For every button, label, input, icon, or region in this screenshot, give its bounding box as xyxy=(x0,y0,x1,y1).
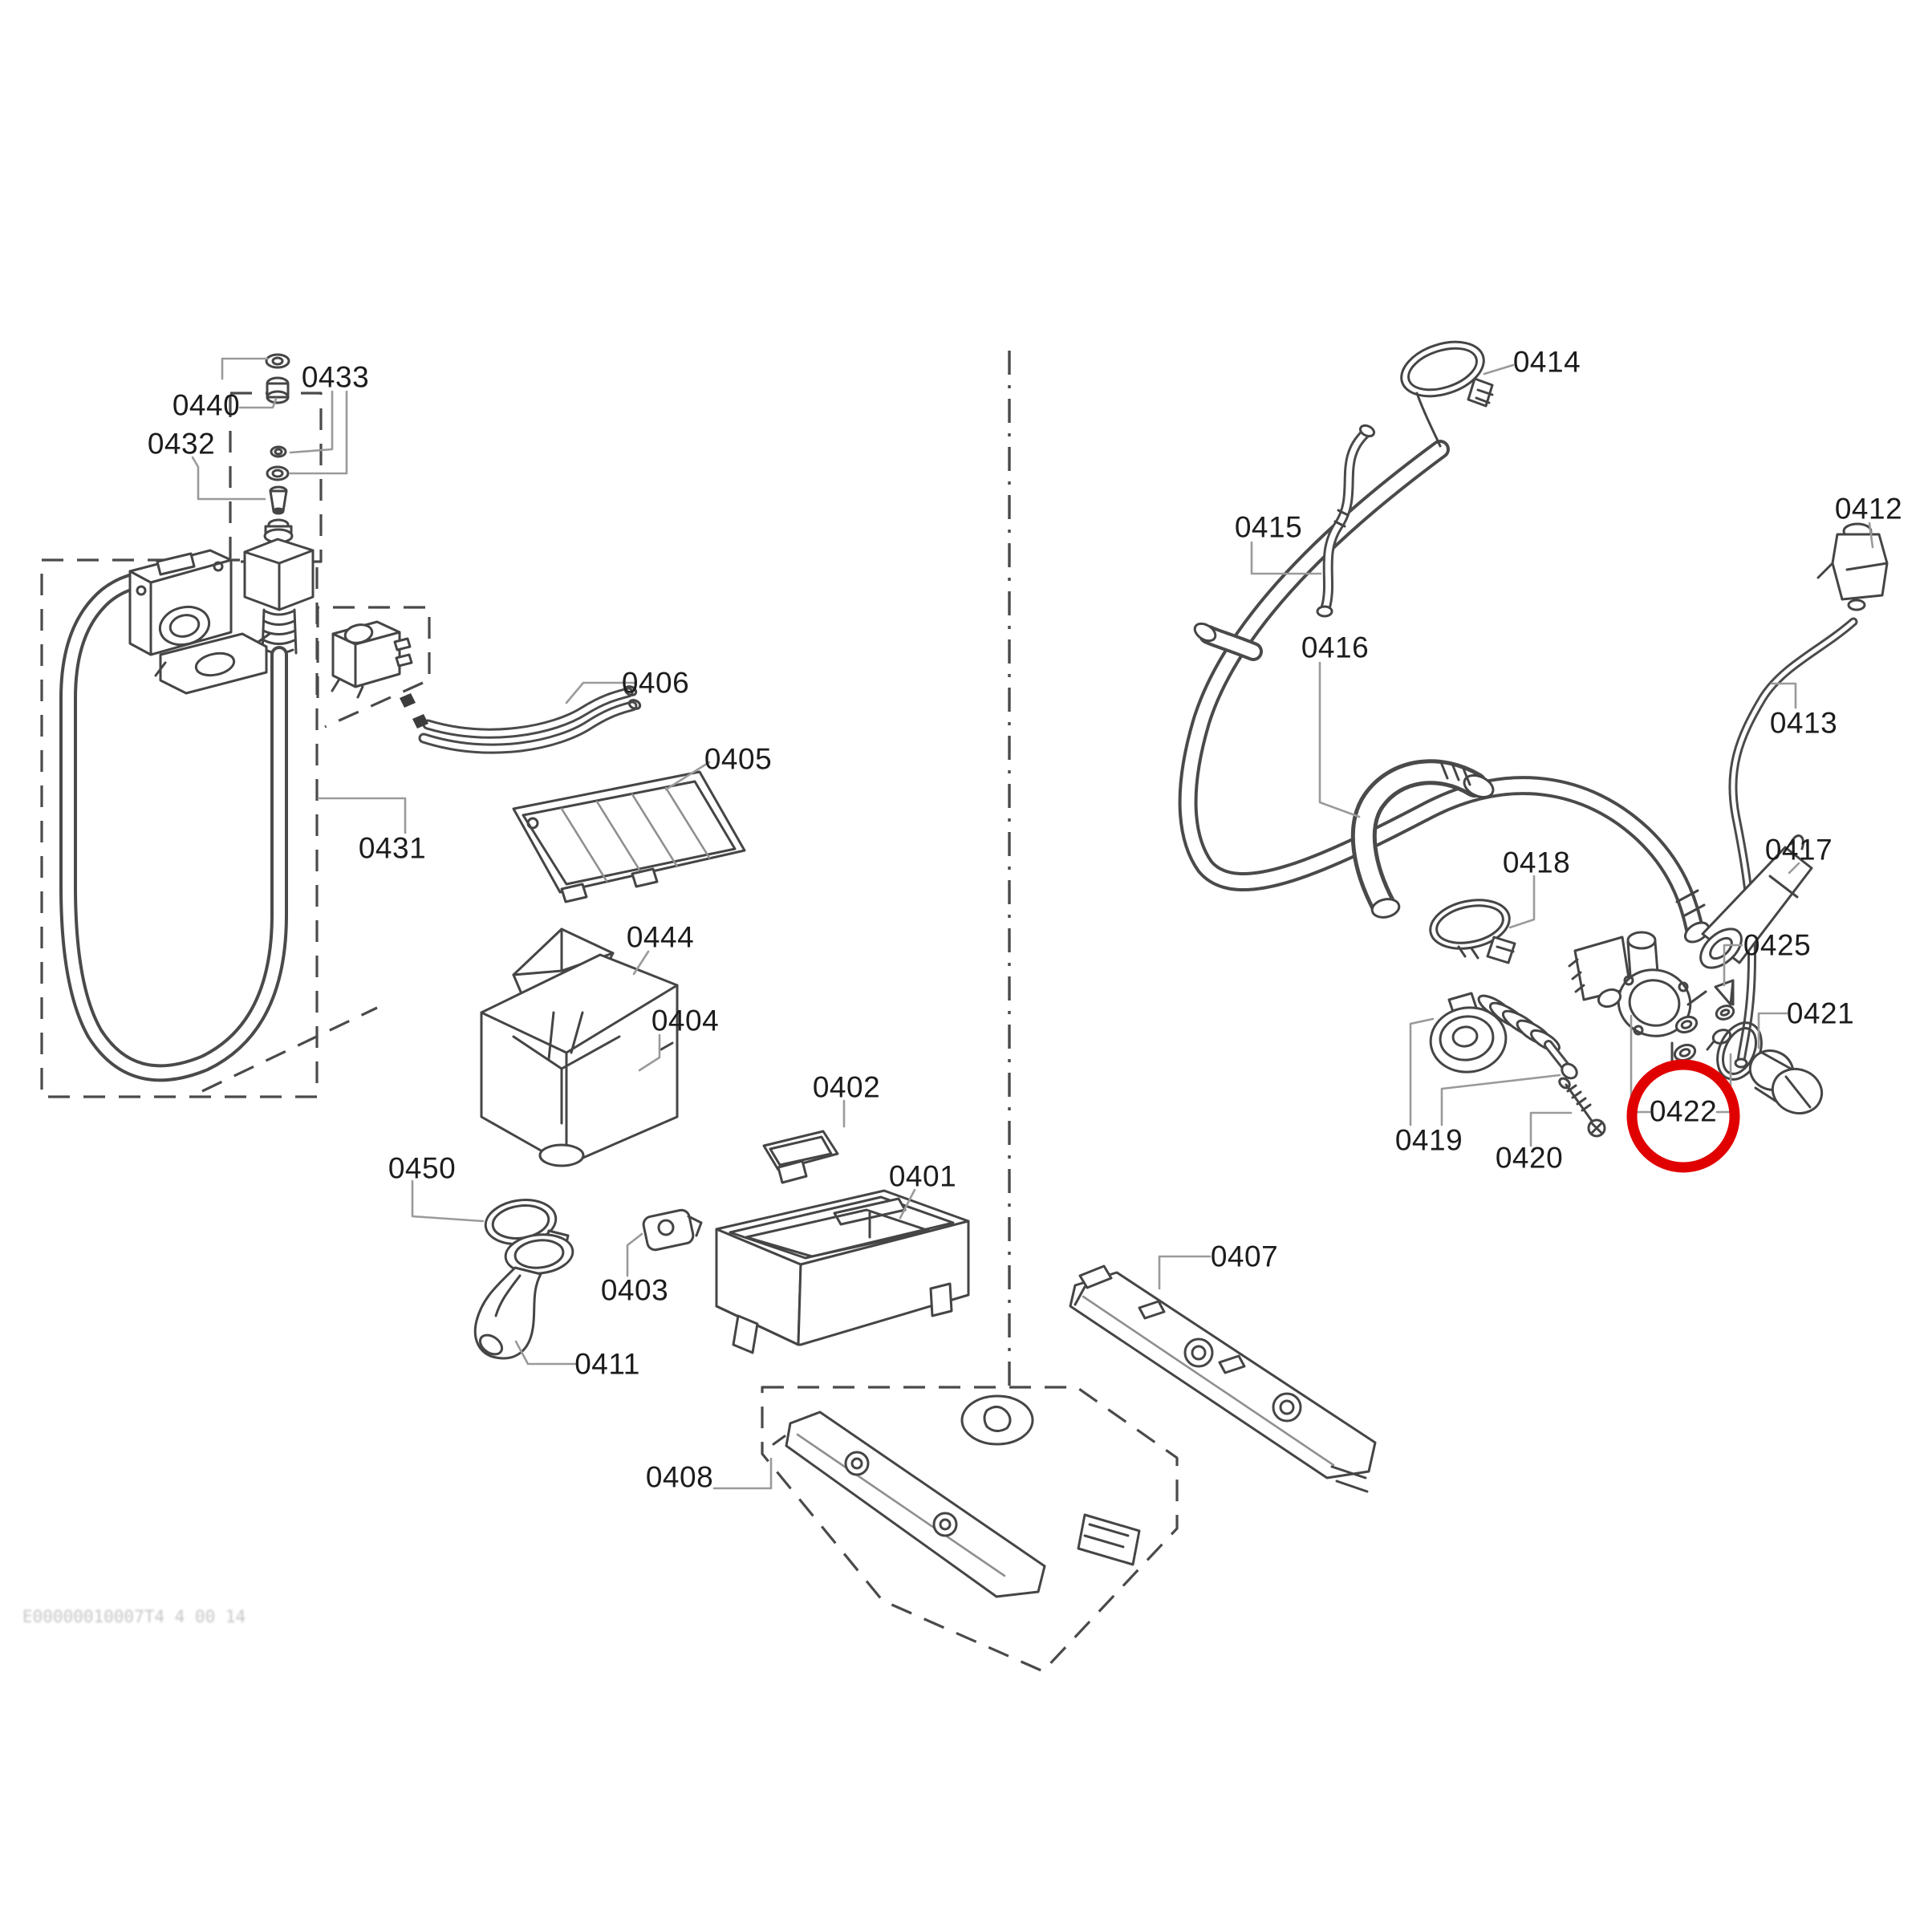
dashed-outline-bottom-panel-0408 xyxy=(761,1386,1179,1673)
bottom-rail-0408 xyxy=(772,1394,1141,1598)
small-hose-0415 xyxy=(1316,424,1376,618)
part-label-0413: 0413 xyxy=(1770,707,1837,740)
part-label-0444: 0444 xyxy=(627,921,694,954)
elbow-hose-0416 xyxy=(1350,759,1495,919)
nozzle-0417 xyxy=(1699,834,1813,969)
part-label-0425: 0425 xyxy=(1743,929,1811,962)
part-label-0405: 0405 xyxy=(704,743,772,776)
drain-pump-housing xyxy=(1568,931,1707,1037)
drain-hose-assembly xyxy=(1178,340,1711,944)
part-label-0402: 0402 xyxy=(813,1071,880,1104)
crossbar-panel-0407 xyxy=(1069,1264,1377,1493)
part-label-0406: 0406 xyxy=(622,667,689,700)
part-label-0422: 0422 xyxy=(1650,1095,1717,1128)
screw-0420 xyxy=(1558,1077,1606,1138)
outlet-elbow-0411 xyxy=(473,1233,574,1360)
solenoid-valve xyxy=(331,620,413,699)
part-label-0440: 0440 xyxy=(172,389,240,422)
dispenser-housing-and-insert xyxy=(480,927,679,1167)
part-label-0407: 0407 xyxy=(1211,1240,1278,1273)
dashed-box-inlet-hose-0431 xyxy=(40,558,378,1098)
dispenser-lid-0402 xyxy=(762,1130,839,1184)
part-label-0432: 0432 xyxy=(148,428,215,461)
part-label-0431: 0431 xyxy=(359,832,426,865)
part-label-0415: 0415 xyxy=(1235,511,1302,544)
part-label-0421: 0421 xyxy=(1787,997,1854,1030)
part-label-0414: 0414 xyxy=(1513,346,1581,379)
part-label-0416: 0416 xyxy=(1301,631,1369,664)
highlight-circle-0422 xyxy=(1626,1059,1740,1173)
part-label-0419: 0419 xyxy=(1395,1124,1463,1157)
hose-clamp-0418 xyxy=(1429,899,1516,964)
latch-part-0403 xyxy=(642,1208,703,1252)
part-labels: 0440 0433 0432 0431 0406 0405 0444 0404 0402 0401… xyxy=(148,346,1902,1494)
part-label-0420: 0420 xyxy=(1496,1142,1563,1175)
aquastop-fill-hose-assembly xyxy=(59,518,315,1082)
dispenser-twin-hoses xyxy=(400,685,642,754)
pressure-hose-0413 xyxy=(1728,617,1858,1069)
leader-lines xyxy=(191,357,1874,1490)
part-label-0404: 0404 xyxy=(651,1005,719,1037)
detergent-drawer-0401 xyxy=(715,1189,970,1354)
inlet-fastener-set xyxy=(265,353,290,515)
part-label-0412: 0412 xyxy=(1835,493,1902,526)
dispenser-top-tray xyxy=(512,770,746,903)
filter-cap-0421 xyxy=(1716,1021,1824,1114)
pump-bellows-0419 xyxy=(1429,992,1578,1080)
part-label-0417: 0417 xyxy=(1765,834,1833,867)
part-label-0403: 0403 xyxy=(601,1274,668,1307)
part-label-0433: 0433 xyxy=(302,361,369,394)
tap-valve-block xyxy=(128,549,271,695)
part-label-0408: 0408 xyxy=(646,1461,713,1494)
dashed-box-solenoid-valve xyxy=(316,606,431,729)
part-label-0401: 0401 xyxy=(889,1160,956,1193)
part-label-0411: 0411 xyxy=(574,1348,640,1381)
check-valve-0412 xyxy=(1816,522,1889,611)
part-label-0450: 0450 xyxy=(388,1152,456,1185)
part-label-0418: 0418 xyxy=(1503,846,1570,879)
document-code: E00000010007T4 4 00 14 xyxy=(22,1607,246,1626)
